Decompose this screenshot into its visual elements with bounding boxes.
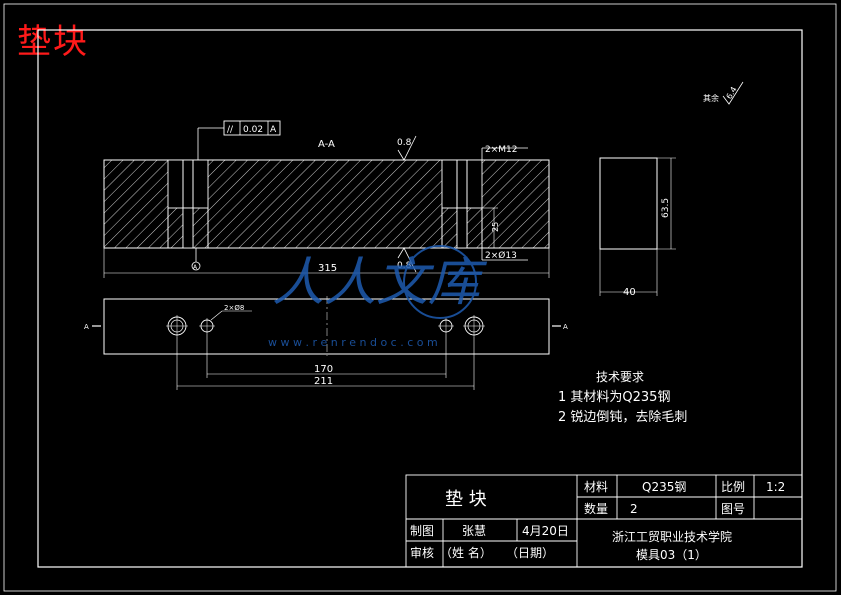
- material-value: Q235钢: [642, 480, 686, 494]
- title-block-text: 垫 块 材料 Q235钢 比例 1:2 数量 2 图号 制图 张慧 4月20日 …: [410, 480, 785, 562]
- title-block: [405, 474, 803, 568]
- thread-callout: 2×M12: [485, 145, 517, 155]
- roughness-symbol-top: [397, 135, 417, 161]
- notes-item-1: 1 其材料为Q235钢: [558, 390, 670, 405]
- roughness-rest-prefix: 其余: [703, 93, 719, 103]
- watermark: 人人文库 w w w . r e n r e n d o c . c o m: [268, 245, 488, 349]
- datum-label: A: [193, 264, 198, 271]
- drawing-no-label: 图号: [721, 502, 745, 516]
- section-mark-right: A: [563, 323, 568, 331]
- project-name: 模具03（1）: [636, 548, 707, 562]
- watermark-text: 人人文库: [272, 253, 488, 313]
- drawn-name: 张慧: [462, 523, 486, 538]
- notes-item-2: 2 锐边倒钝，去除毛刺: [558, 410, 687, 425]
- small-hole-callout: 2×Ø8: [224, 304, 244, 312]
- height-dim: 63.5: [661, 198, 671, 218]
- section-label: A-A: [318, 139, 335, 150]
- tolerance-value: 0.02: [243, 125, 263, 135]
- date-placeholder: （日期）: [506, 546, 554, 560]
- tolerance-datum: A: [270, 125, 277, 135]
- roughness-bottom: 0.8: [397, 261, 412, 271]
- side-view: 63.5 40: [599, 157, 676, 298]
- material-label: 材料: [584, 480, 608, 494]
- outer-frame: [3, 3, 837, 592]
- width-dim: 40: [623, 287, 636, 298]
- watermark-url: w w w . r e n r e n d o c . c o m: [268, 336, 438, 349]
- drawn-date: 4月20日: [522, 524, 569, 538]
- hole-right-inner: [438, 318, 454, 334]
- plan-view: 2×Ø8 A A 170 211: [84, 296, 568, 390]
- roughness-top: 0.8: [397, 138, 412, 148]
- hole-left-inner: [199, 318, 215, 334]
- drawing-title: 垫块: [17, 22, 89, 62]
- school-name: 浙江工贸职业技术学院: [612, 529, 732, 544]
- notes-heading: 技术要求: [596, 370, 644, 384]
- scale-label: 比例: [721, 480, 745, 494]
- hole-spacing-outer: 211: [314, 376, 333, 387]
- hole-spacing-inner: 170: [314, 364, 333, 375]
- quantity-label: 数量: [584, 501, 608, 516]
- roughness-symbol-rest: [722, 81, 744, 105]
- roughness-rest: 6.4: [725, 85, 739, 101]
- tolerance-symbol: //: [227, 125, 234, 135]
- section-mark-left: A: [84, 323, 89, 331]
- hole-left-outer: [166, 315, 188, 337]
- quantity-value: 2: [630, 502, 638, 516]
- tolerance-frame: [223, 120, 281, 136]
- section-view: A-A // 0.02 A 0.8 0.8 2×M12 2×Ø13: [103, 120, 550, 278]
- hole-right-outer: [463, 315, 485, 337]
- length-dim: 315: [318, 263, 337, 274]
- name-placeholder: （姓 名）: [440, 545, 492, 560]
- depth-dim: 25: [491, 222, 500, 232]
- drawn-label: 制图: [410, 524, 434, 538]
- roughness-symbol-bottom: [397, 247, 417, 273]
- part-name: 垫 块: [445, 489, 487, 510]
- bore-callout: 2×Ø13: [485, 250, 517, 261]
- technical-notes: 技术要求 1 其材料为Q235钢 2 锐边倒钝，去除毛刺: [558, 370, 687, 425]
- datum-marker: [191, 261, 201, 271]
- checked-label: 审核: [410, 545, 434, 560]
- scale-value: 1:2: [766, 480, 785, 494]
